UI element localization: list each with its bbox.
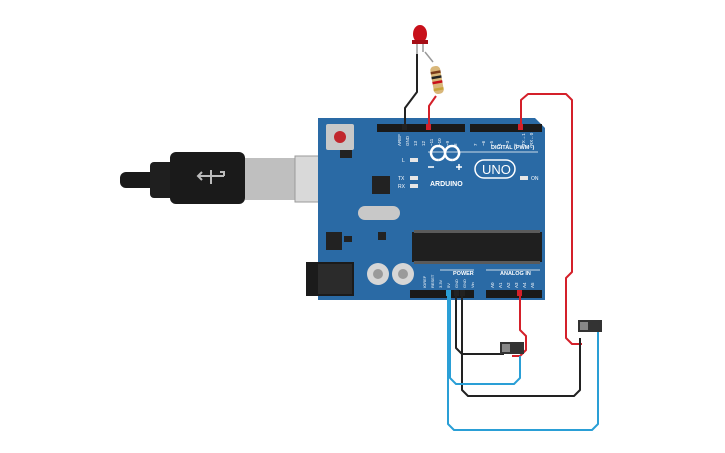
svg-text:2: 2 — [513, 143, 518, 146]
svg-text:TX→1: TX→1 — [521, 133, 526, 146]
svg-text:3.3V: 3.3V — [438, 279, 443, 288]
svg-text:12: 12 — [421, 140, 426, 146]
power-pin-labels: IOREF RESET 3.3V 5V GND GND Vin — [422, 274, 475, 288]
svg-text:GND: GND — [405, 135, 410, 146]
svg-text:8: 8 — [453, 143, 458, 146]
model-label: UNO — [482, 162, 511, 177]
rx-label: RX — [398, 184, 406, 190]
rx-led — [410, 184, 418, 188]
wire-gnd-switch2 — [461, 296, 581, 397]
arduino-logo-icon — [428, 144, 462, 170]
crystal — [358, 206, 400, 220]
resistor[interactable] — [424, 51, 444, 95]
brand-label: ARDUINO — [430, 181, 463, 188]
svg-text:7: 7 — [473, 143, 478, 146]
power-header — [410, 290, 474, 298]
wire-pin1-switch2 — [520, 93, 582, 345]
svg-text:GND: GND — [462, 279, 467, 288]
wire-resistor-pin13 — [428, 95, 437, 126]
svg-text:~5: ~5 — [489, 140, 494, 146]
svg-text:13: 13 — [413, 140, 418, 146]
l-led — [410, 158, 418, 162]
svg-text:RESET: RESET — [430, 274, 435, 288]
usb-icon — [196, 170, 225, 184]
atmega-chip — [412, 232, 542, 262]
wire-gnd-switch1 — [455, 296, 504, 355]
l-label: L — [402, 158, 405, 164]
analog-pin-labels: A0 A1 A2 A3 A4 A5 — [490, 282, 535, 288]
svg-text:AREF: AREF — [397, 134, 402, 146]
wire-5v-switch2 — [447, 296, 599, 431]
digital-header — [377, 124, 542, 132]
svg-text:A4: A4 — [522, 282, 527, 288]
on-led — [520, 176, 528, 180]
analog-header-label: ANALOG IN — [500, 271, 531, 277]
svg-text:A1: A1 — [498, 282, 503, 288]
svg-text:~9: ~9 — [445, 140, 450, 146]
on-label: ON — [531, 176, 539, 182]
arduino-board[interactable]: L TX RX ON ARDUINO UNO DIGITAL (PWM~) AR… — [306, 118, 545, 300]
uno-badge — [474, 159, 516, 179]
slide-switch-1[interactable] — [500, 342, 524, 354]
svg-text:A3: A3 — [514, 282, 519, 288]
svg-text:A0: A0 — [490, 282, 495, 288]
svg-text:~3: ~3 — [505, 140, 510, 146]
red-led[interactable] — [412, 25, 428, 54]
digital-pin-labels: AREF GND 13 12 ~11 ~10 ~9 8 7 ~6 ~5 4 ~3… — [397, 132, 534, 146]
wires — [404, 54, 599, 431]
svg-text:IOREF: IOREF — [422, 275, 427, 288]
digital-header-label: DIGITAL (PWM~) — [491, 145, 535, 151]
svg-text:4: 4 — [497, 143, 502, 146]
svg-text:~11: ~11 — [429, 138, 434, 146]
tx-label: TX — [398, 176, 405, 182]
tx-led — [410, 176, 418, 180]
voltage-regulator — [326, 232, 342, 250]
svg-text:A5: A5 — [530, 282, 535, 288]
usb-chip — [372, 176, 390, 194]
slide-switch-2[interactable] — [578, 320, 602, 332]
svg-text:5V: 5V — [446, 283, 451, 288]
power-header-label: POWER — [453, 271, 474, 277]
svg-text:~10: ~10 — [437, 138, 442, 146]
svg-text:A2: A2 — [506, 282, 511, 288]
svg-text:RX←0: RX←0 — [529, 132, 534, 146]
wire-led-gnd — [404, 54, 418, 126]
analog-header — [486, 290, 542, 298]
svg-text:GND: GND — [454, 279, 459, 288]
wire-5v-switch1 — [449, 296, 521, 385]
svg-text:Vin: Vin — [470, 282, 475, 288]
svg-text:~6: ~6 — [481, 140, 486, 146]
wire-a3-switch1 — [512, 296, 527, 357]
